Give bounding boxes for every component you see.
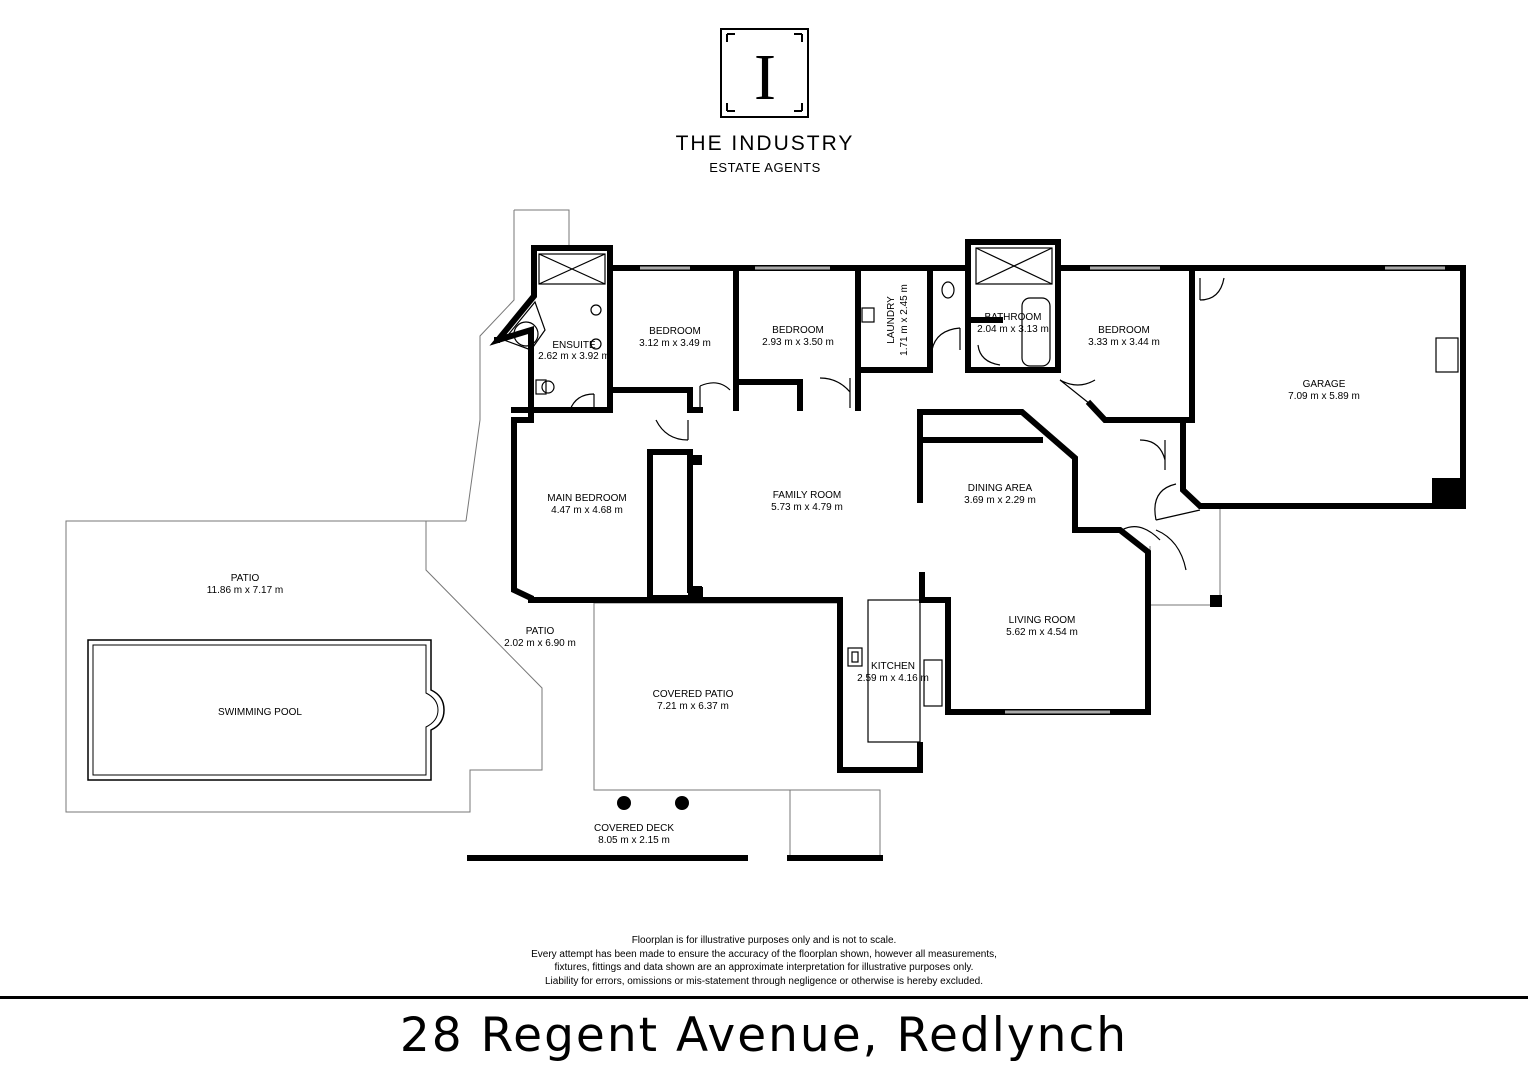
bathroom-name: BATHROOM — [984, 312, 1041, 323]
bedroom2-name: BEDROOM — [772, 325, 824, 336]
brand-name: THE INDUSTRY — [676, 132, 855, 155]
patio-large-name: PATIO — [231, 573, 260, 584]
disclaimer-line: fixtures, fittings and data shown are an… — [554, 962, 974, 973]
main-bedroom-name: MAIN BEDROOM — [547, 493, 626, 504]
property-address: 28 Regent Avenue, Redlynch — [399, 1008, 1129, 1063]
swimming-pool-name: SWIMMING POOL — [218, 707, 302, 718]
covered-deck-name: COVERED DECK — [594, 823, 674, 834]
dining-area-dim: 3.69 m x 2.29 m — [964, 495, 1036, 506]
wall-columns — [494, 337, 1465, 810]
bathroom-dim: 2.04 m x 3.13 m — [977, 324, 1049, 335]
patio-small-dim: 2.02 m x 6.90 m — [504, 638, 576, 649]
patio-small-name: PATIO — [526, 626, 555, 637]
deck-post — [617, 796, 631, 810]
kitchen-name: KITCHEN — [871, 661, 915, 672]
living-room-dim: 5.62 m x 4.54 m — [1006, 627, 1078, 638]
disclaimer-line: Floorplan is for illustrative purposes o… — [631, 935, 897, 946]
brand-logo: I — [720, 28, 809, 118]
ensuite-dim: 2.62 m x 3.92 m — [538, 351, 610, 362]
main-bedroom-dim: 4.47 m x 4.68 m — [551, 505, 623, 516]
covered-patio-name: COVERED PATIO — [653, 689, 734, 700]
fixtures — [503, 247, 1459, 743]
room-labels: ENSUITE 2.62 m x 3.92 m BEDROOM 3.12 m x… — [207, 284, 1360, 846]
bedroom1-name: BEDROOM — [649, 326, 701, 337]
walls — [467, 239, 1466, 861]
brand-tagline: ESTATE AGENTS — [709, 160, 820, 175]
deck-post — [675, 796, 689, 810]
disclaimer-line: Liability for errors, omissions or mis-s… — [545, 975, 983, 987]
patio-large-dim: 11.86 m x 7.17 m — [207, 585, 284, 596]
bedroom2-dim: 2.93 m x 3.50 m — [762, 337, 834, 348]
divider — [0, 996, 1528, 999]
kitchen-dim: 2.59 m x 4.16 m — [857, 673, 929, 684]
bedroom1-dim: 3.12 m x 3.49 m — [639, 338, 711, 349]
bedroom3-dim: 3.33 m x 3.44 m — [1088, 337, 1160, 348]
laundry-name: LAUNDRY — [886, 296, 897, 344]
garage-name: GARAGE — [1303, 379, 1346, 390]
family-room-name: FAMILY ROOM — [773, 490, 842, 501]
logo-letter: I — [754, 41, 776, 114]
covered-deck-dim: 8.05 m x 2.15 m — [598, 835, 670, 846]
ensuite-name: ENSUITE — [552, 340, 596, 351]
family-room-dim: 5.73 m x 4.79 m — [771, 502, 843, 513]
living-room-name: LIVING ROOM — [1009, 615, 1076, 626]
disclaimer-line: Every attempt has been made to ensure th… — [531, 948, 997, 960]
covered-patio-dim: 7.21 m x 6.37 m — [657, 701, 729, 712]
dining-area-name: DINING AREA — [968, 483, 1033, 494]
outdoor-outlines — [65, 209, 1221, 858]
disclaimer: Floorplan is for illustrative purposes o… — [364, 934, 1164, 988]
garage-dim: 7.09 m x 5.89 m — [1288, 391, 1360, 402]
bedroom3-name: BEDROOM — [1098, 325, 1150, 336]
laundry-dim: 1.71 m x 2.45 m — [899, 284, 910, 356]
